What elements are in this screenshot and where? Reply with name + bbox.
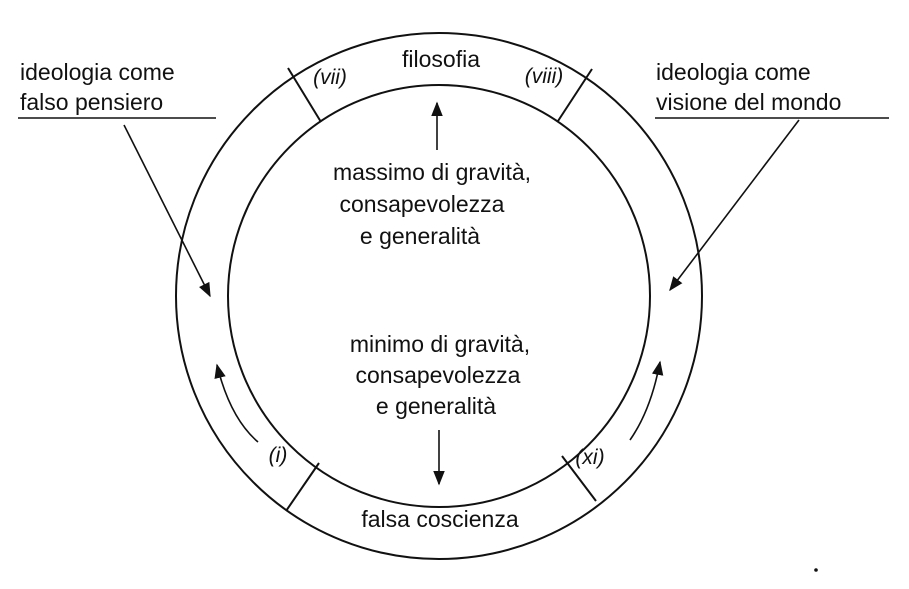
stray-dot xyxy=(814,568,818,572)
outer-ring xyxy=(175,32,703,560)
pointer-arrow-left xyxy=(123,124,211,298)
ring-label-bottom: falsa coscienza xyxy=(361,506,518,532)
inner-upper-line-1: massimo di gravità, xyxy=(333,159,531,185)
right-label-line-1: ideologia come xyxy=(656,59,811,85)
curved-arrow-left xyxy=(214,363,259,443)
ring-divider-top-left xyxy=(287,67,322,123)
marker-bottom-right: (xi) xyxy=(575,446,604,469)
right-label-line-2: visione del mondo xyxy=(656,89,841,115)
curved-arrow-right xyxy=(629,360,664,441)
ring-divider-top-right xyxy=(557,68,593,122)
inner-upper-line-3: e generalità xyxy=(360,223,480,249)
inner-upper-line-2: consapevolezza xyxy=(340,191,505,217)
inner-lower-line-2: consapevolezza xyxy=(356,362,521,388)
inner-lower-line-3: e generalità xyxy=(376,393,496,419)
pointer-arrow-right xyxy=(669,119,800,292)
inner-ring xyxy=(227,84,651,508)
ring-label-top: filosofia xyxy=(402,46,480,72)
ring-divider-bottom-right xyxy=(561,455,597,502)
marker-top-left: (vii) xyxy=(313,66,347,89)
marker-bottom-left: (i) xyxy=(269,444,288,467)
left-label-line-2: falso pensiero xyxy=(20,89,163,115)
marker-top-right: (viii) xyxy=(525,65,563,88)
left-label-line-1: ideologia come xyxy=(20,59,175,85)
inner-lower-line-1: minimo di gravità, xyxy=(350,331,530,357)
ring-divider-bottom-left xyxy=(285,462,320,512)
